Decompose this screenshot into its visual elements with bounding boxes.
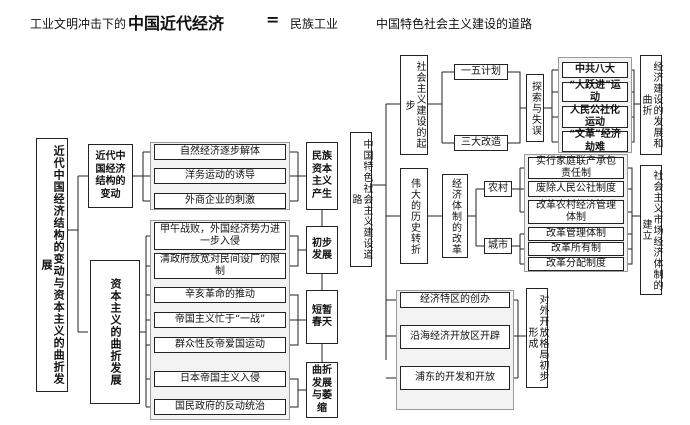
- city-label: 城市: [484, 238, 512, 254]
- household-responsibility: 实行家庭联产承包责任制: [528, 156, 624, 179]
- rural-label: 农村: [484, 181, 512, 197]
- abolish-communes: 废除人民公社制度: [528, 181, 624, 197]
- opening-items-group: [396, 290, 514, 410]
- exploration-mistakes: 探索与失误: [526, 74, 544, 142]
- ownership-reform: 改革所有制: [528, 242, 624, 256]
- event-eighth-congress: 中共八大: [562, 62, 628, 78]
- management-system-reform: 改革管理体制: [528, 227, 624, 241]
- item-qing-policy: 清政府放宽对民间设厂的限制: [154, 253, 286, 279]
- item-foreign-enterprises: 外商企业的刺激: [154, 193, 286, 209]
- stage-initial-development: 初步发展: [306, 226, 338, 274]
- item-patriotic-movement: 群众性反帝爱国运动: [154, 337, 286, 353]
- item-natural-economy: 自然经济逐步解体: [154, 144, 286, 160]
- socialist-construction-start: 社会主义建设的起步: [400, 55, 428, 155]
- item-kmt-rule: 国民政府的反动统治: [154, 399, 286, 415]
- stage-emergence: 民族资本主义产生: [306, 142, 338, 210]
- first-five-year-plan: 一五计划: [454, 64, 508, 80]
- pudong-development: 浦东的开发和开放: [400, 366, 510, 390]
- header-prefix: 工业文明冲击下的: [30, 17, 127, 31]
- left-root-box: 近代中国经济结构的变动与资本主义的曲折发展: [36, 138, 68, 392]
- item-japanese-invasion: 日本帝国主义入侵: [154, 371, 286, 387]
- special-economic-zones: 经济特区的创办: [400, 292, 510, 308]
- event-communes: 人民公社化运动: [562, 105, 628, 128]
- event-cultural-revolution: “文革”经济劫难: [562, 129, 628, 153]
- opening-up-pattern: 对外开放格局初步形成: [526, 288, 548, 388]
- right-root-box: 中国特色社会主义建设道路: [350, 132, 372, 267]
- stage-brief-spring: 短暂春天: [306, 290, 338, 344]
- header-part-a: 民族工业: [290, 17, 339, 31]
- item-world-war-one: 帝国主义忙于“一战”: [154, 312, 286, 328]
- coastal-open-areas: 沿海经济开放区开辟: [400, 325, 510, 349]
- market-economy-system: 社会主义市场经济体制的建立: [640, 165, 662, 295]
- rural-management-reform: 改革农村经济管理体制: [528, 200, 624, 224]
- event-great-leap: “大跃进”运动: [562, 80, 628, 103]
- equals-sign: =: [266, 10, 280, 29]
- header-part-b: 中国特色社会主义建设的道路: [376, 17, 533, 31]
- three-transformations: 三大改造: [454, 135, 508, 151]
- page-title: 中国近代经济: [128, 14, 225, 33]
- item-sino-japanese-war: 甲午战败，外国经济势力进一步入侵: [154, 222, 286, 250]
- branch-structure-change: 近代中国经济结构的变动: [88, 144, 133, 208]
- construction-result: 经济建设的发展和曲折: [640, 55, 662, 155]
- stage-decline: 曲折发展与萎缩: [306, 362, 338, 418]
- item-1911-revolution: 辛亥革命的推动: [154, 287, 286, 303]
- branch-capitalism-development: 资本主义的曲折发展: [90, 260, 140, 404]
- economic-reform: 经济体制的改革: [442, 174, 468, 258]
- item-westernization: 洋务运动的诱导: [154, 168, 286, 184]
- distribution-reform: 改革分配制度: [528, 257, 624, 271]
- historic-turning-point: 伟大的历史转折: [400, 168, 428, 264]
